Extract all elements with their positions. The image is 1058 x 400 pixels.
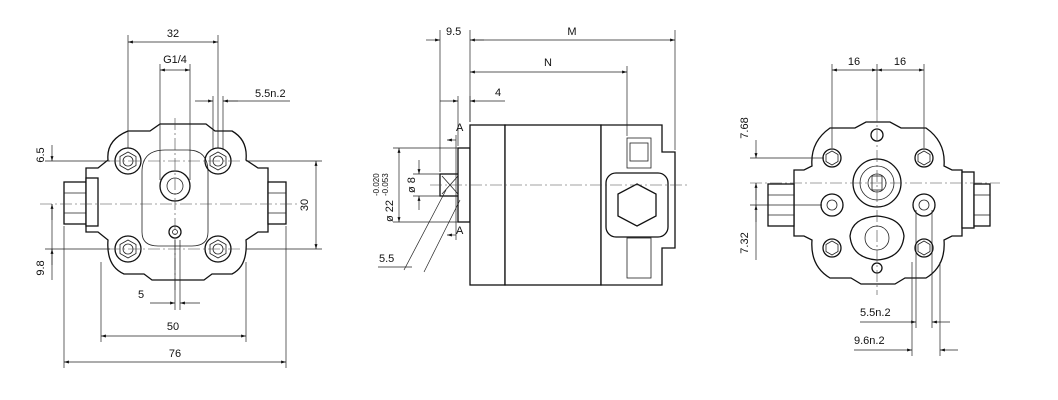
dim-d8-label: ø 8 (406, 177, 418, 193)
dim-m-label: M (567, 26, 576, 38)
front-body-outline (85, 123, 269, 281)
side-body (469, 124, 506, 286)
dim-16-left-label: 16 (848, 56, 860, 68)
hex-port-boss (605, 172, 669, 238)
side-view: A A 9.5 M N 4 ø 22 -0.020 -0.053 (372, 26, 690, 286)
dim-5-label: 5 (138, 289, 144, 301)
section-a-bottom: A (456, 225, 464, 237)
dim-5-5n2-label: 5.5n.2 (255, 88, 286, 100)
rear-dim-9-6n2-label: 9.6n.2 (854, 335, 885, 347)
front-view: 32 G1/4 5.5n.2 6.5 9.8 30 5 (35, 28, 322, 368)
dim-4-label: 4 (495, 87, 501, 99)
dim-7-32-label: 7.32 (739, 232, 751, 253)
dim-50-label: 50 (167, 321, 179, 333)
rear-dim-5-5n2-label: 5.5n.2 (860, 307, 891, 319)
section-a-top: A (456, 122, 464, 134)
rear-bolt-holes (822, 148, 934, 258)
dim-30-label: 30 (299, 199, 311, 211)
dim-g14-label: G1/4 (163, 54, 187, 66)
dim-9-5-label: 9.5 (446, 26, 461, 38)
dim-32-label: 32 (167, 28, 179, 40)
dim-76-label: 76 (169, 348, 181, 360)
dim-d22-label: ø 22 (384, 200, 396, 222)
left-fitting (63, 181, 87, 225)
right-fitting (267, 181, 287, 225)
dim-6-5-label: 6.5 (35, 147, 47, 162)
dim-16-right-label: 16 (894, 56, 906, 68)
dim-n-label: N (544, 57, 552, 69)
rear-view: 16 16 7.68 7.32 5.5n.2 9.6n.2 (739, 56, 1000, 356)
dim-9-8-label: 9.8 (35, 260, 47, 275)
front-inner-boss (141, 149, 209, 247)
dim-7-68-label: 7.68 (739, 117, 751, 138)
dim-d22-tol-upper: -0.020 (372, 173, 381, 196)
dim-5-5-label: 5.5 (379, 253, 394, 265)
dim-d22-tol-lower: -0.053 (381, 173, 390, 196)
